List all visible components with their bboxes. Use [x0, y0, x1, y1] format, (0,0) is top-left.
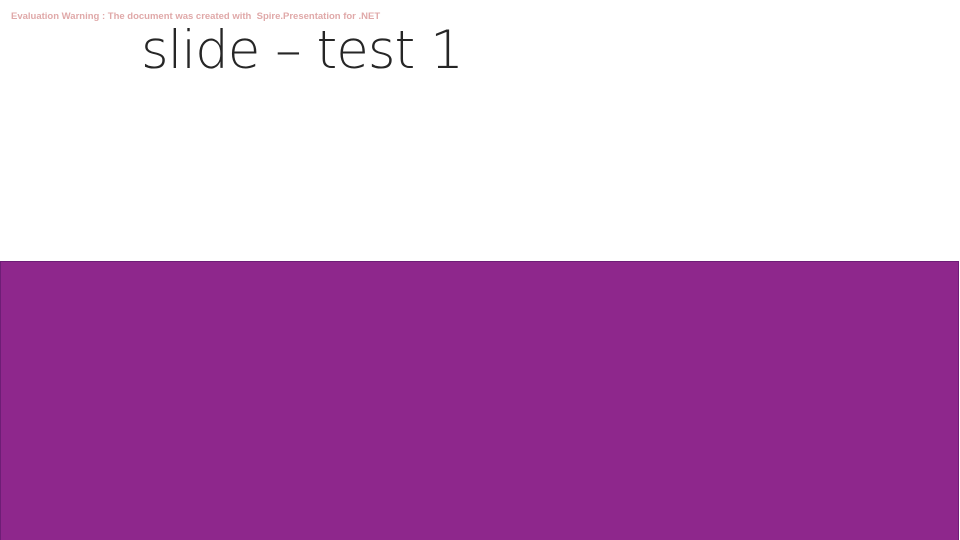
slide-title[interactable]: slide – test 1 [141, 20, 464, 81]
purple-rectangle-shape[interactable] [0, 261, 959, 540]
evaluation-warning-watermark: Evaluation Warning : The document was cr… [11, 11, 381, 22]
